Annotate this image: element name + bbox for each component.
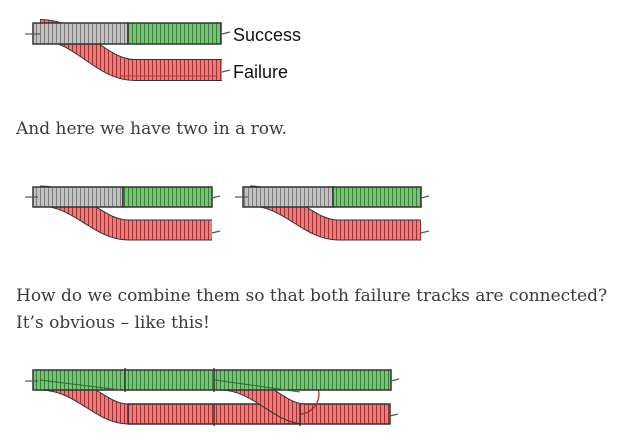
paragraph-two-in-a-row: And here we have two in a row.: [16, 119, 287, 139]
combined-success-track: [32, 369, 392, 391]
switch-diagram-single: Success Failure: [25, 19, 301, 82]
switch-left: [25, 185, 221, 241]
success-label: Success: [233, 25, 301, 45]
paragraph-combine-question: How do we combine them so that both fail…: [16, 286, 608, 333]
success-track: [127, 22, 222, 45]
neutral-input-track: [32, 22, 129, 45]
switch-diagram-combined: [25, 368, 400, 426]
switch-diagram-two: [25, 185, 430, 241]
switch-right: [235, 185, 430, 241]
failure-label: Failure: [233, 62, 288, 82]
